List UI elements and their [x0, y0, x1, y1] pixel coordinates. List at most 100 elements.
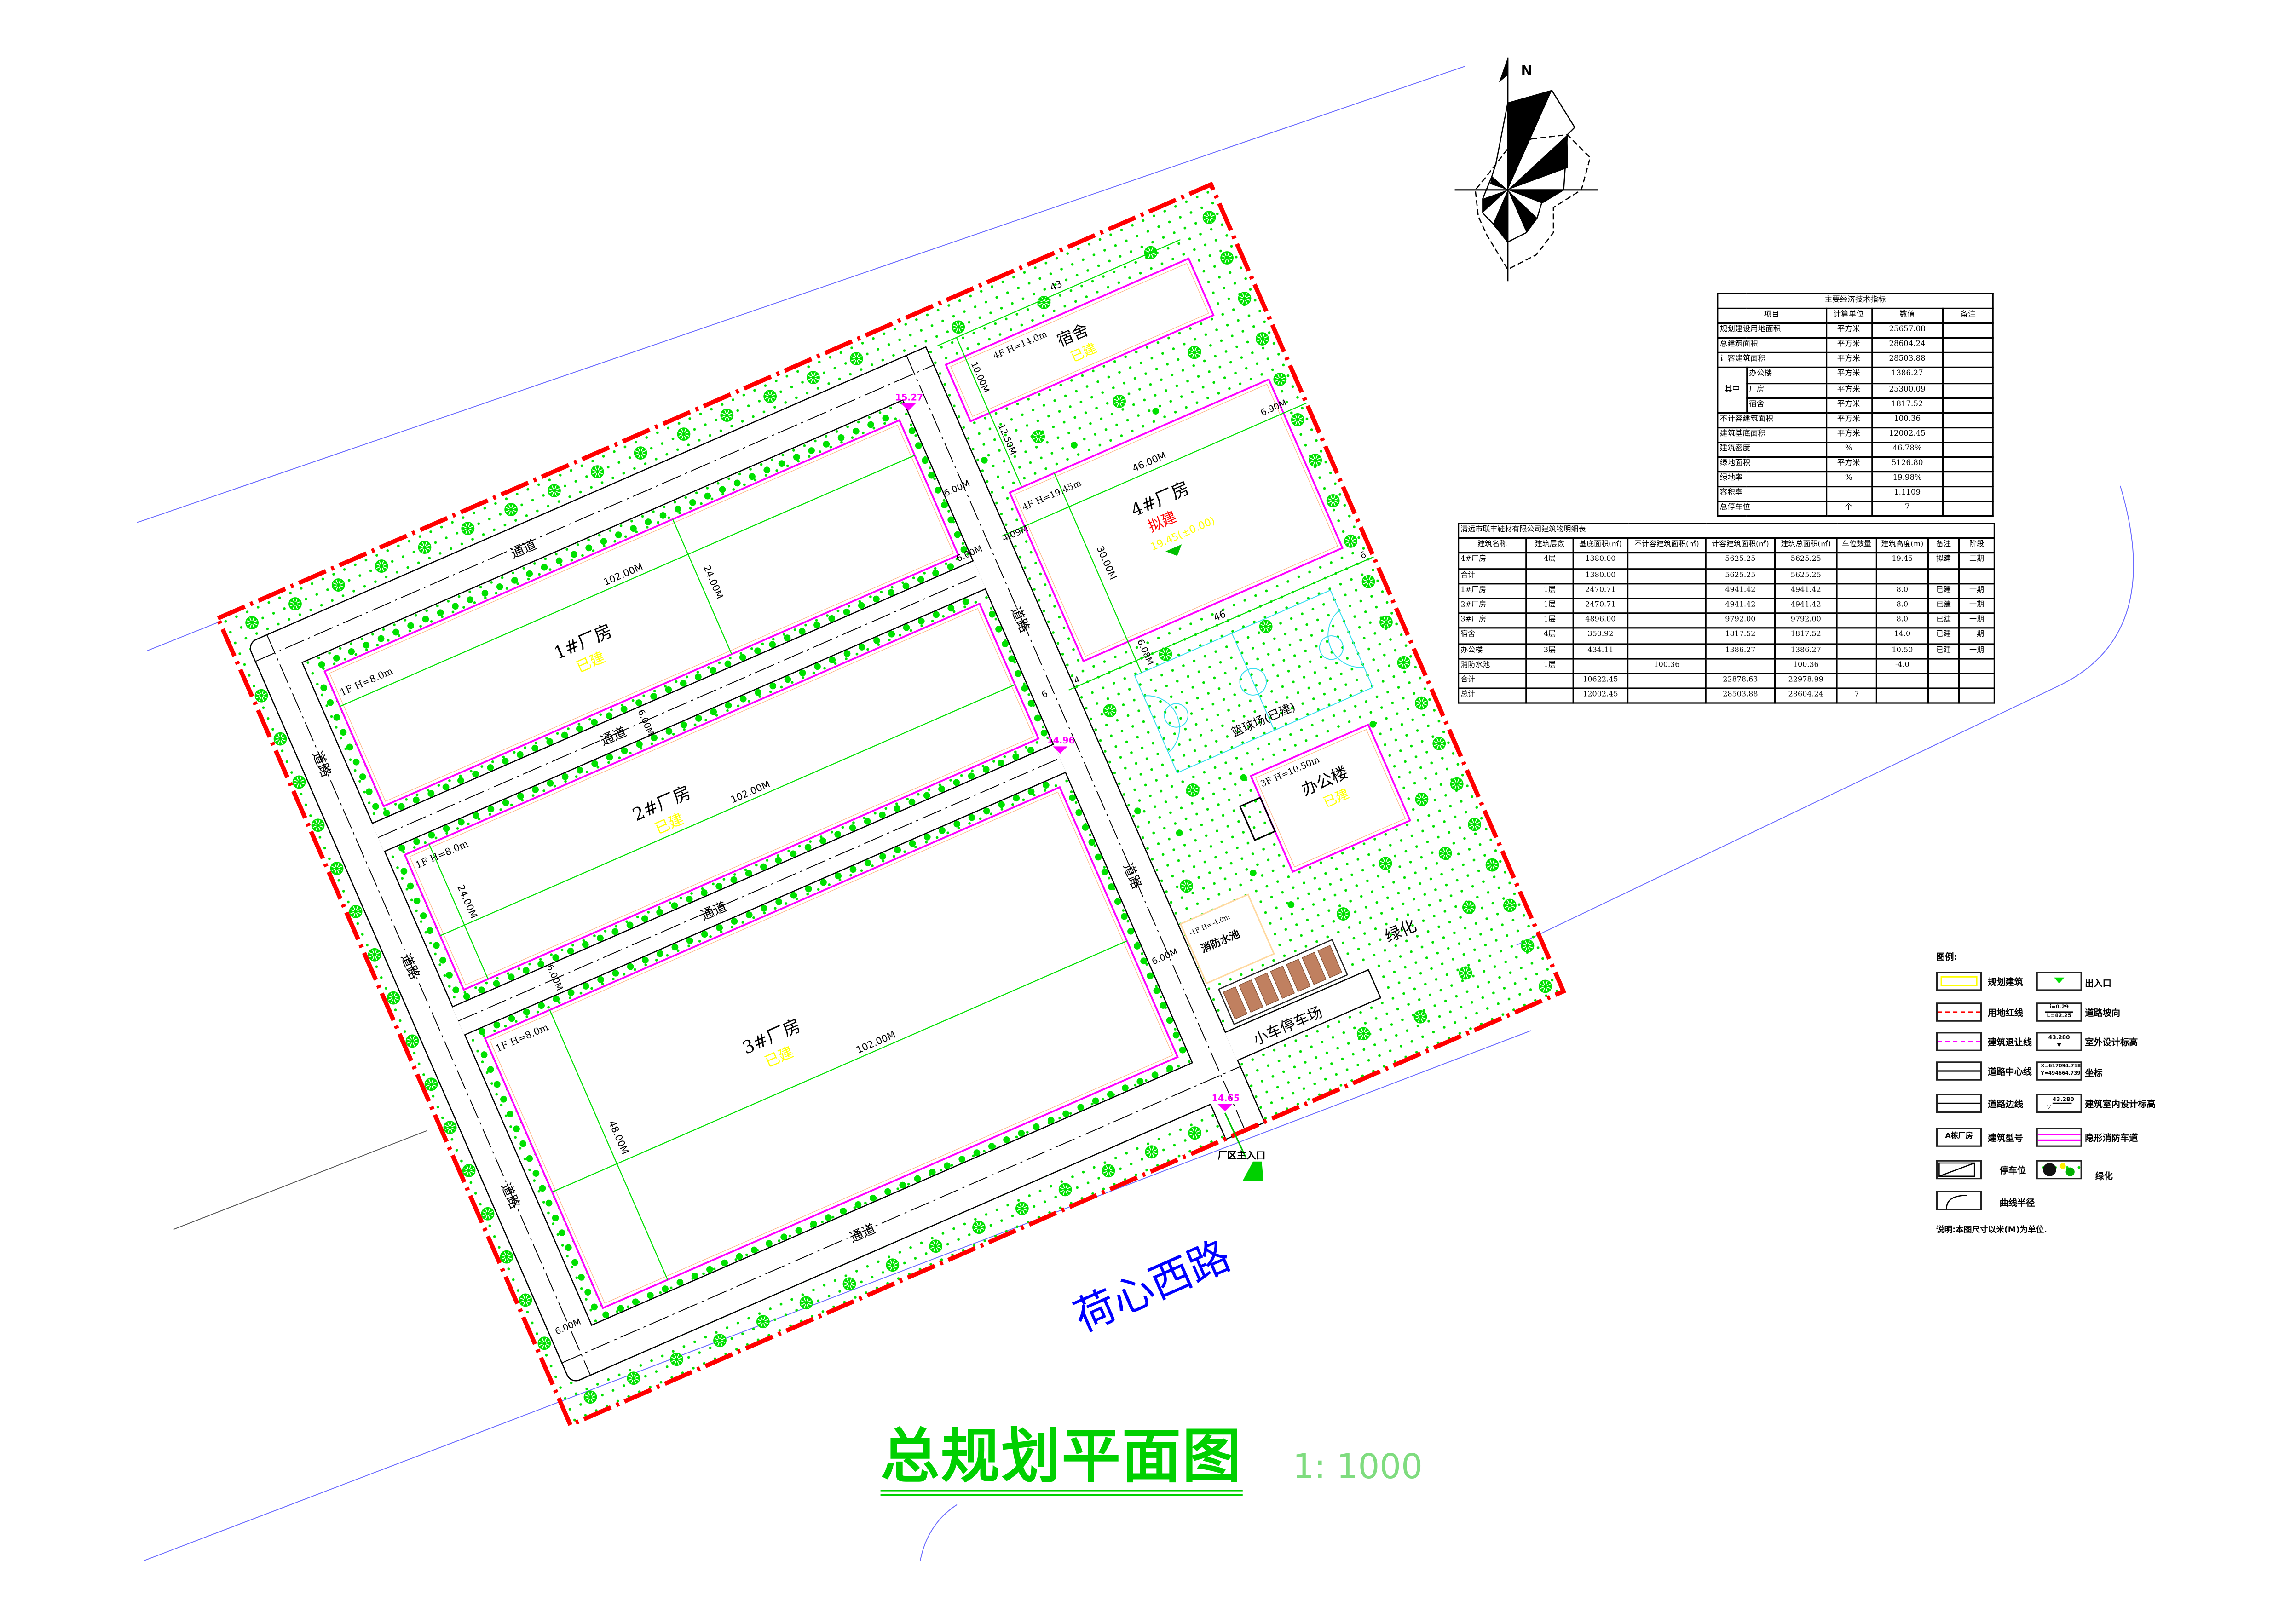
shrub-icon: [547, 780, 554, 787]
shrub-icon: [443, 825, 450, 832]
tree-icon: [1468, 818, 1482, 831]
column-header: 阶段: [1958, 537, 1996, 554]
table-cell: 350.92: [1572, 628, 1629, 645]
table-cell: 7: [1836, 687, 1878, 704]
cell-item: 厂房: [1746, 382, 1827, 399]
cell-value: 46.78%: [1870, 441, 1944, 458]
shrub-icon: [908, 427, 916, 434]
cell-unit: %: [1825, 441, 1872, 458]
shrub-icon: [981, 457, 988, 464]
table-title: 主要经济技术指标: [1717, 293, 1994, 310]
shrub-icon: [944, 1162, 951, 1169]
column-header: 项目: [1717, 308, 1827, 324]
cell-value: 1386.27: [1870, 367, 1944, 384]
cell-note: [1942, 382, 1994, 399]
shrub-icon: [858, 602, 865, 609]
shrub-icon: [710, 667, 717, 674]
tree-icon: [405, 1034, 419, 1048]
tree-icon: [254, 689, 268, 703]
table-cell: 1817.52: [1705, 628, 1776, 645]
table-cell: 1层: [1525, 597, 1574, 614]
shrub-icon: [784, 634, 791, 641]
shrub-icon: [383, 809, 390, 817]
table-cell: 总计: [1458, 687, 1527, 704]
shrub-icon: [852, 427, 860, 435]
shrub-icon: [1013, 795, 1020, 802]
table-cell: 4941.42: [1705, 582, 1776, 599]
cell-item: 总建筑面积: [1717, 337, 1827, 354]
tree-icon: [1356, 1027, 1370, 1041]
cell-item: 总停车位: [1717, 501, 1827, 518]
tree-icon: [368, 948, 381, 962]
cell-value: 1817.52: [1870, 397, 1944, 414]
main-entrance: 厂区主入口: [1217, 1112, 1265, 1181]
shrub-icon: [606, 754, 613, 761]
shrub-icon: [760, 863, 767, 870]
shrub-icon: [487, 806, 495, 813]
shrub-icon: [392, 628, 399, 636]
shrub-icon: [731, 918, 738, 925]
column-header: 不计容建筑面积(㎡): [1627, 537, 1707, 554]
shrub-icon: [884, 1188, 891, 1195]
shrub-icon: [775, 898, 783, 905]
legend-label: 道路中心线: [1988, 1067, 2032, 1078]
legend-label: 室外设计标高: [2085, 1038, 2138, 1048]
shrub-icon: [531, 744, 538, 752]
shrub-icon: [1003, 1136, 1010, 1143]
cell-note: [1942, 412, 1994, 428]
tree-icon: [1273, 373, 1287, 386]
shrub-icon: [413, 897, 421, 904]
shrub-icon: [597, 934, 604, 942]
tree-icon: [1145, 1145, 1159, 1159]
shrub-icon: [452, 603, 459, 610]
shrub-icon: [585, 544, 593, 552]
shrub-icon: [879, 811, 886, 818]
shrub-icon: [487, 764, 494, 771]
tree-icon: [1103, 704, 1117, 718]
cell-note: [1942, 367, 1994, 384]
shrub-icon: [427, 790, 435, 797]
shrub-icon: [526, 570, 533, 577]
shrub-icon: [695, 715, 702, 722]
tree-icon: [1259, 620, 1273, 633]
table-row: 建筑密度%46.78%: [1717, 441, 1994, 458]
shrub-icon: [372, 803, 379, 810]
shrub-icon: [947, 563, 954, 570]
shrub-icon: [968, 772, 975, 780]
shrub-icon: [706, 1266, 713, 1273]
shrub-icon: [651, 734, 658, 742]
shrub-icon: [730, 876, 738, 883]
table-cell: 拟建: [1927, 553, 1960, 570]
shrub-icon: [923, 834, 931, 841]
tree-icon: [1337, 907, 1350, 921]
table-cell: 9792.00: [1705, 612, 1776, 629]
shrub-icon: [1077, 1104, 1085, 1111]
shrub-icon: [917, 576, 924, 583]
table-cell: [1958, 657, 1996, 674]
cell-item: 绿地面积: [1717, 456, 1827, 473]
shrub-icon: [923, 792, 930, 799]
shrub-icon: [1008, 655, 1015, 662]
shrub-icon: [507, 1111, 513, 1117]
shrub-icon: [457, 777, 464, 784]
shrub-icon: [407, 622, 415, 629]
table-cell: 一期: [1958, 628, 1996, 645]
shrub-icon: [689, 499, 696, 506]
shrub-icon: [1153, 987, 1160, 994]
shrub-icon: [873, 637, 880, 644]
shrub-icon: [377, 635, 385, 642]
cell-item: 宿舍: [1746, 397, 1827, 414]
table-cell: [1958, 687, 1996, 704]
shrub-icon: [657, 950, 664, 957]
column-header: 计算单位: [1825, 308, 1872, 324]
shrub-icon: [947, 605, 955, 612]
shrub-icon: [1136, 1078, 1144, 1085]
shrub-icon: [647, 1292, 654, 1299]
shrub-icon: [1092, 1097, 1099, 1105]
shrub-icon: [620, 706, 628, 713]
internal-roads: [250, 346, 1382, 1382]
